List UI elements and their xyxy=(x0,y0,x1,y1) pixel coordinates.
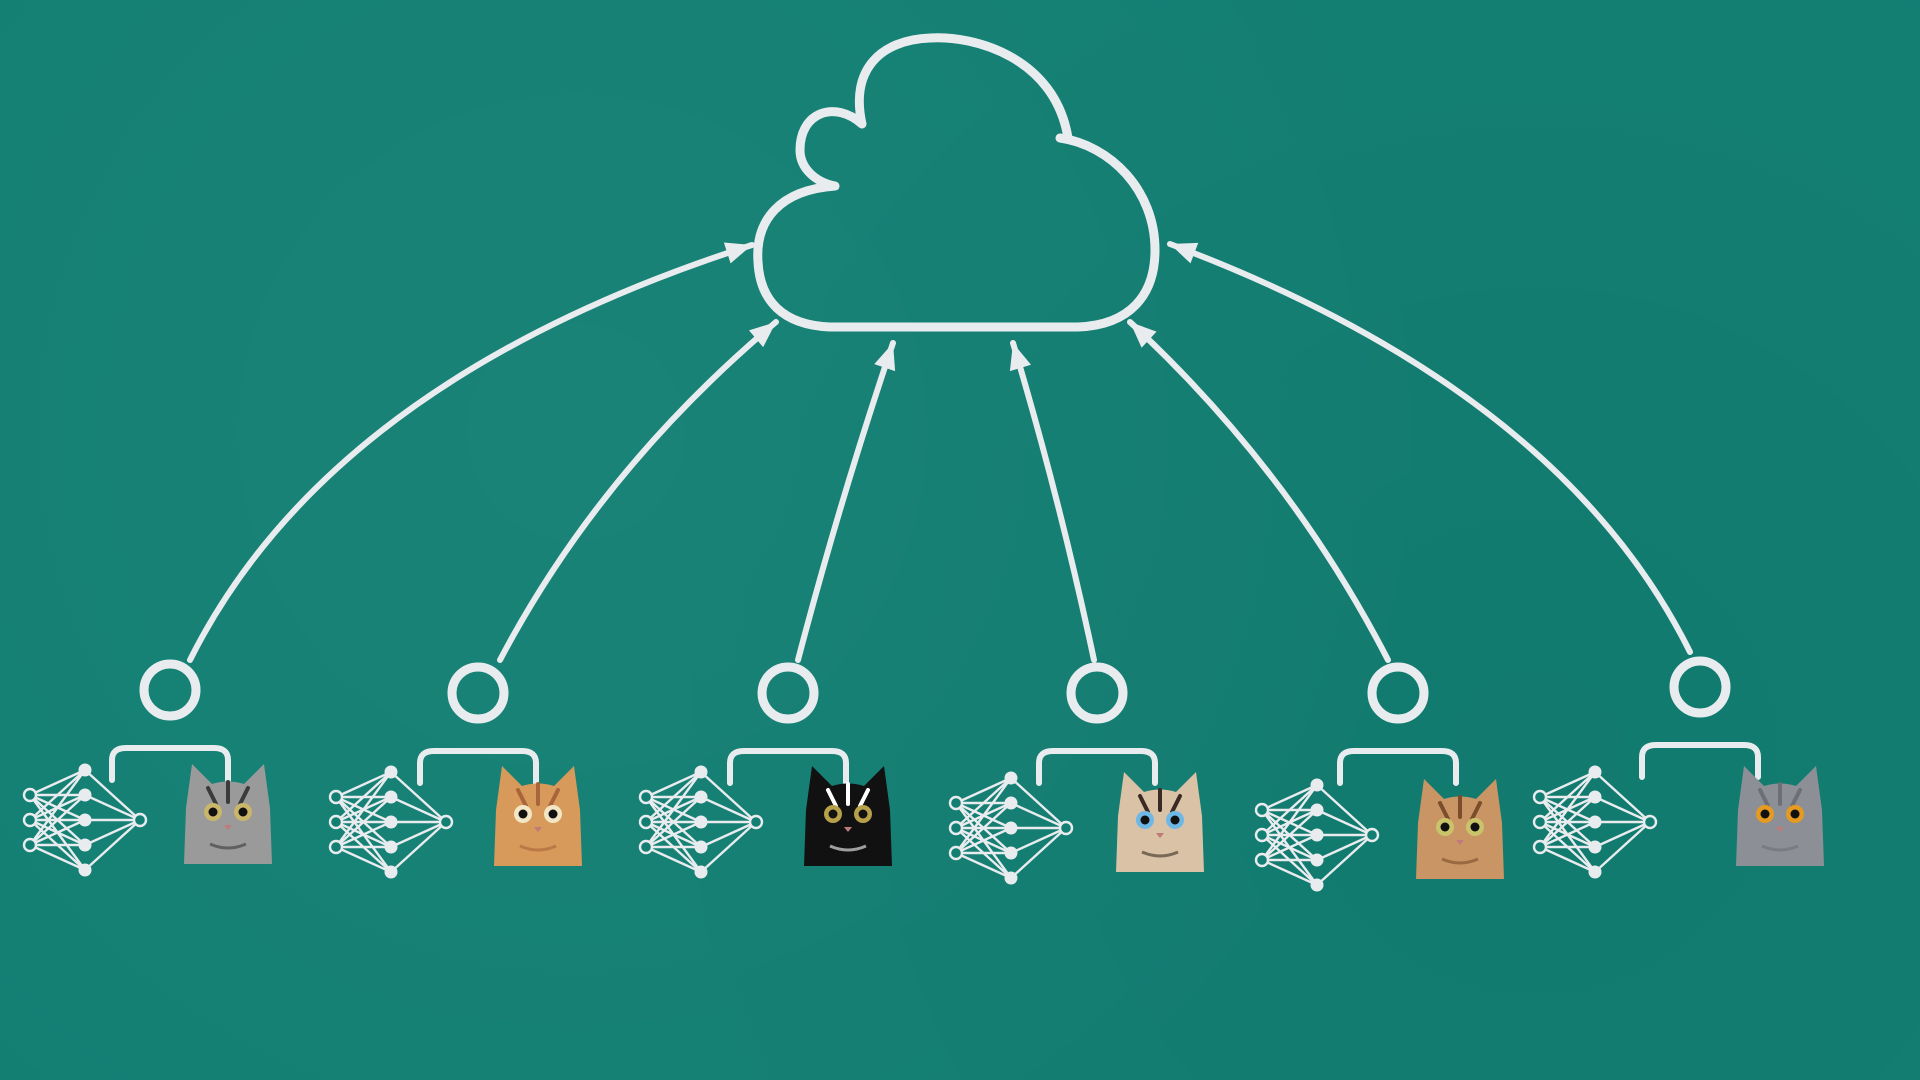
upload-arrow-2 xyxy=(497,319,779,663)
silver-tabby-cat-photo xyxy=(184,764,272,864)
neural-network-icon xyxy=(638,765,764,879)
client-3 xyxy=(638,662,892,879)
client-4 xyxy=(948,662,1204,885)
user-icon xyxy=(109,659,231,783)
user-icon xyxy=(1639,656,1761,780)
neural-network-icon xyxy=(948,771,1074,885)
clients-group xyxy=(22,656,1824,892)
tabby-cat-photo xyxy=(1416,779,1504,879)
orange-tabby-cat-photo xyxy=(494,766,582,866)
arrowhead-icon xyxy=(1009,343,1031,372)
upload-arrow-6 xyxy=(1167,241,1693,655)
black-white-cat-photo xyxy=(804,766,892,866)
arrowhead-icon xyxy=(723,242,752,264)
upload-arrow-1 xyxy=(187,242,755,663)
neural-network-icon xyxy=(328,765,454,879)
arrowhead-icon xyxy=(874,343,896,372)
arrowhead-icon xyxy=(1170,242,1199,264)
upload-arrow-3 xyxy=(795,340,896,663)
client-5 xyxy=(1254,662,1504,892)
upload-arrows xyxy=(187,241,1693,663)
upload-arrow-5 xyxy=(1127,319,1391,663)
user-icon xyxy=(1337,662,1459,786)
cloud-icon xyxy=(753,33,1160,332)
neural-network-icon xyxy=(22,763,148,877)
upload-arrow-4 xyxy=(1010,340,1097,663)
grey-british-shorthair-cat-photo xyxy=(1736,766,1824,866)
client-1 xyxy=(22,659,272,877)
arrowhead-icon xyxy=(749,322,776,348)
user-icon xyxy=(1036,662,1158,786)
neural-network-icon xyxy=(1532,765,1658,879)
siamese-cat-photo xyxy=(1116,772,1204,872)
client-6 xyxy=(1532,656,1824,879)
neural-network-icon xyxy=(1254,778,1380,892)
arrowhead-icon xyxy=(1130,322,1157,348)
user-icon xyxy=(417,662,539,786)
client-2 xyxy=(328,662,582,879)
user-icon xyxy=(727,662,849,786)
